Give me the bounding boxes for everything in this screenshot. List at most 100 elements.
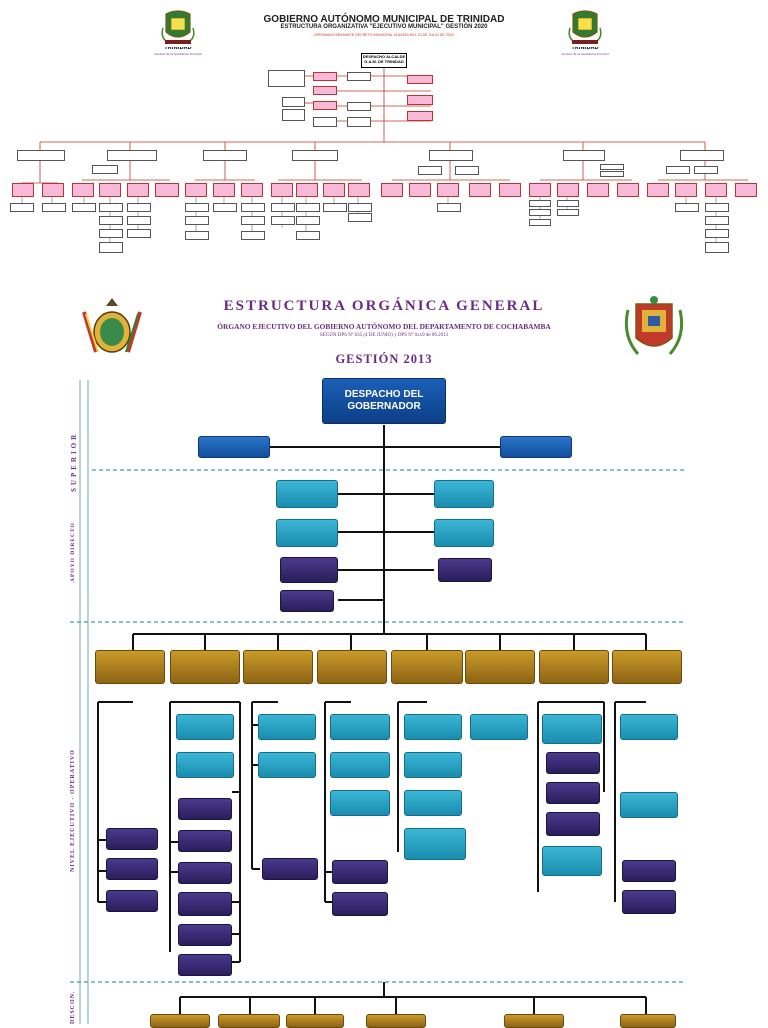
- apoyo-box: [438, 558, 492, 582]
- trinidad-logo-caption-left: TRINIDAD: [164, 47, 192, 51]
- chart1-unidad-box: [348, 203, 372, 212]
- chart1-staff-box: [313, 72, 337, 81]
- chart1-unidad-box: [296, 203, 320, 212]
- direccion-box: [258, 714, 316, 740]
- unidad-box: [178, 954, 232, 976]
- despacho-gobernador-box: DESPACHO DEL GOBERNADOR: [322, 378, 446, 424]
- chart2-org-chart: ESTRUCTURA ORGÁNICA GENERAL ÓRGANO EJECU…: [0, 262, 768, 1028]
- chart1-title: GOBIERNO AUTÓNOMO MUNICIPAL DE TRINIDAD: [263, 14, 505, 25]
- chart1-direccion-box: [241, 183, 263, 197]
- chart1-direccion-box: [271, 183, 293, 197]
- cochabamba-coat-of-arms: [624, 296, 684, 355]
- chart1-direccion-box: [437, 183, 459, 197]
- unidad-box: [332, 892, 388, 916]
- chart1-direccion-box: [499, 183, 521, 197]
- desconcentrado-box: [286, 1014, 344, 1028]
- unidad-box: [262, 858, 318, 880]
- unidad-box: [546, 752, 600, 774]
- chart1-unidad-box: [127, 203, 151, 212]
- chart1-staff-box: [282, 97, 305, 107]
- chart1-direccion-box: [381, 183, 403, 197]
- chart1-direccion-box: [557, 183, 579, 197]
- chart1-unidad-box: [323, 203, 347, 212]
- chart1-secretaria-box: [563, 150, 605, 161]
- chart1-unidad-box: [72, 203, 96, 212]
- support-box: [500, 436, 572, 458]
- unidad-box: [106, 858, 158, 880]
- chart1-unidad-box: [557, 209, 579, 216]
- chart1-direccion-box: [42, 183, 64, 197]
- chart1-unidad-box: [271, 216, 295, 225]
- chart1-sub-box: [455, 166, 479, 175]
- direccion-box: [620, 714, 678, 740]
- chart1-unidad-box: [705, 242, 729, 253]
- apoyo-box: [434, 519, 494, 547]
- direccion-box: [542, 846, 602, 876]
- chart1-direccion-box: [735, 183, 757, 197]
- chart1-direccion-box: [675, 183, 697, 197]
- chart1-secretaria-box: [680, 150, 724, 161]
- secretaria-box: [170, 650, 240, 684]
- chart1-unidad-box: [271, 203, 295, 212]
- apoyo-box: [280, 590, 334, 612]
- chart1-despacho-alcalde-box: DESPACHO ALCALDE G.A.M. DE TRINIDAD: [361, 53, 407, 68]
- trinidad-coat-of-arms-left: [161, 10, 195, 44]
- chart1-unidad-box: [241, 203, 265, 212]
- desconcentrado-box: [218, 1014, 280, 1028]
- unidad-box: [178, 830, 232, 852]
- secretaria-box: [317, 650, 387, 684]
- chart1-unidad-box: [99, 216, 123, 225]
- unidad-box: [622, 890, 676, 914]
- chart1-staff-box: [313, 86, 337, 95]
- chart1-direccion-box: [529, 183, 551, 197]
- chart1-unidad-box: [705, 216, 729, 225]
- direccion-box: [404, 714, 462, 740]
- chart1-direccion-box: [323, 183, 345, 197]
- apoyo-box: [276, 519, 338, 547]
- chart1-direccion-box: [587, 183, 609, 197]
- chart1-unidad-box: [99, 203, 123, 212]
- desconcentrado-box: [504, 1014, 564, 1028]
- chart1-unidad-box: [296, 216, 320, 225]
- chart1-staff-box: [407, 111, 433, 121]
- secretaria-box: [539, 650, 609, 684]
- chart1-sub-box: [418, 166, 442, 175]
- direccion-box: [258, 752, 316, 778]
- desconcentrado-box: [620, 1014, 676, 1028]
- apoyo-box: [280, 557, 338, 583]
- chart1-unidad-box: [127, 216, 151, 225]
- direccion-box: [330, 752, 390, 778]
- secretaria-box: [95, 650, 165, 684]
- chart2-gestion: GESTIÓN 2013: [335, 352, 433, 366]
- direccion-box: [470, 714, 528, 740]
- support-box: [198, 436, 270, 458]
- unidad-box: [178, 862, 232, 884]
- desconcentrado-box: [366, 1014, 426, 1028]
- secretaria-box: [391, 650, 463, 684]
- apoyo-box: [276, 480, 338, 508]
- bolivia-coat-of-arms: [82, 298, 142, 353]
- chart1-unidad-box: [296, 231, 320, 240]
- trinidad-coat-of-arms-right: [568, 10, 602, 44]
- unidad-box: [546, 782, 600, 804]
- direccion-box: [330, 790, 390, 816]
- direccion-box: [542, 714, 602, 744]
- direccion-box: [404, 828, 466, 860]
- chart1-direccion-box: [296, 183, 318, 197]
- chart1-direccion-box: [469, 183, 491, 197]
- chart1-unidad-box: [99, 242, 123, 253]
- chart1-unidad-box: [437, 203, 461, 212]
- chart1-unidad-box: [241, 216, 265, 225]
- chart2-title: ESTRUCTURA ORGÁNICA GENERAL: [223, 298, 545, 314]
- chart1-direccion-box: [72, 183, 94, 197]
- chart1-sub-box: [600, 164, 624, 170]
- chart1-direccion-box: [213, 183, 235, 197]
- chart1-sub-box: [666, 166, 690, 174]
- direccion-box: [176, 714, 234, 740]
- chart2-decree: SEGÚN DPS Nº 035 (4 DE JUNIO) y DPS Nº 0…: [319, 333, 449, 338]
- chart1-unidad-box: [10, 203, 34, 212]
- unidad-box: [106, 828, 158, 850]
- chart1-secretaria-box: [17, 150, 65, 161]
- unidad-box: [332, 860, 388, 884]
- chart1-direccion-box: [617, 183, 639, 197]
